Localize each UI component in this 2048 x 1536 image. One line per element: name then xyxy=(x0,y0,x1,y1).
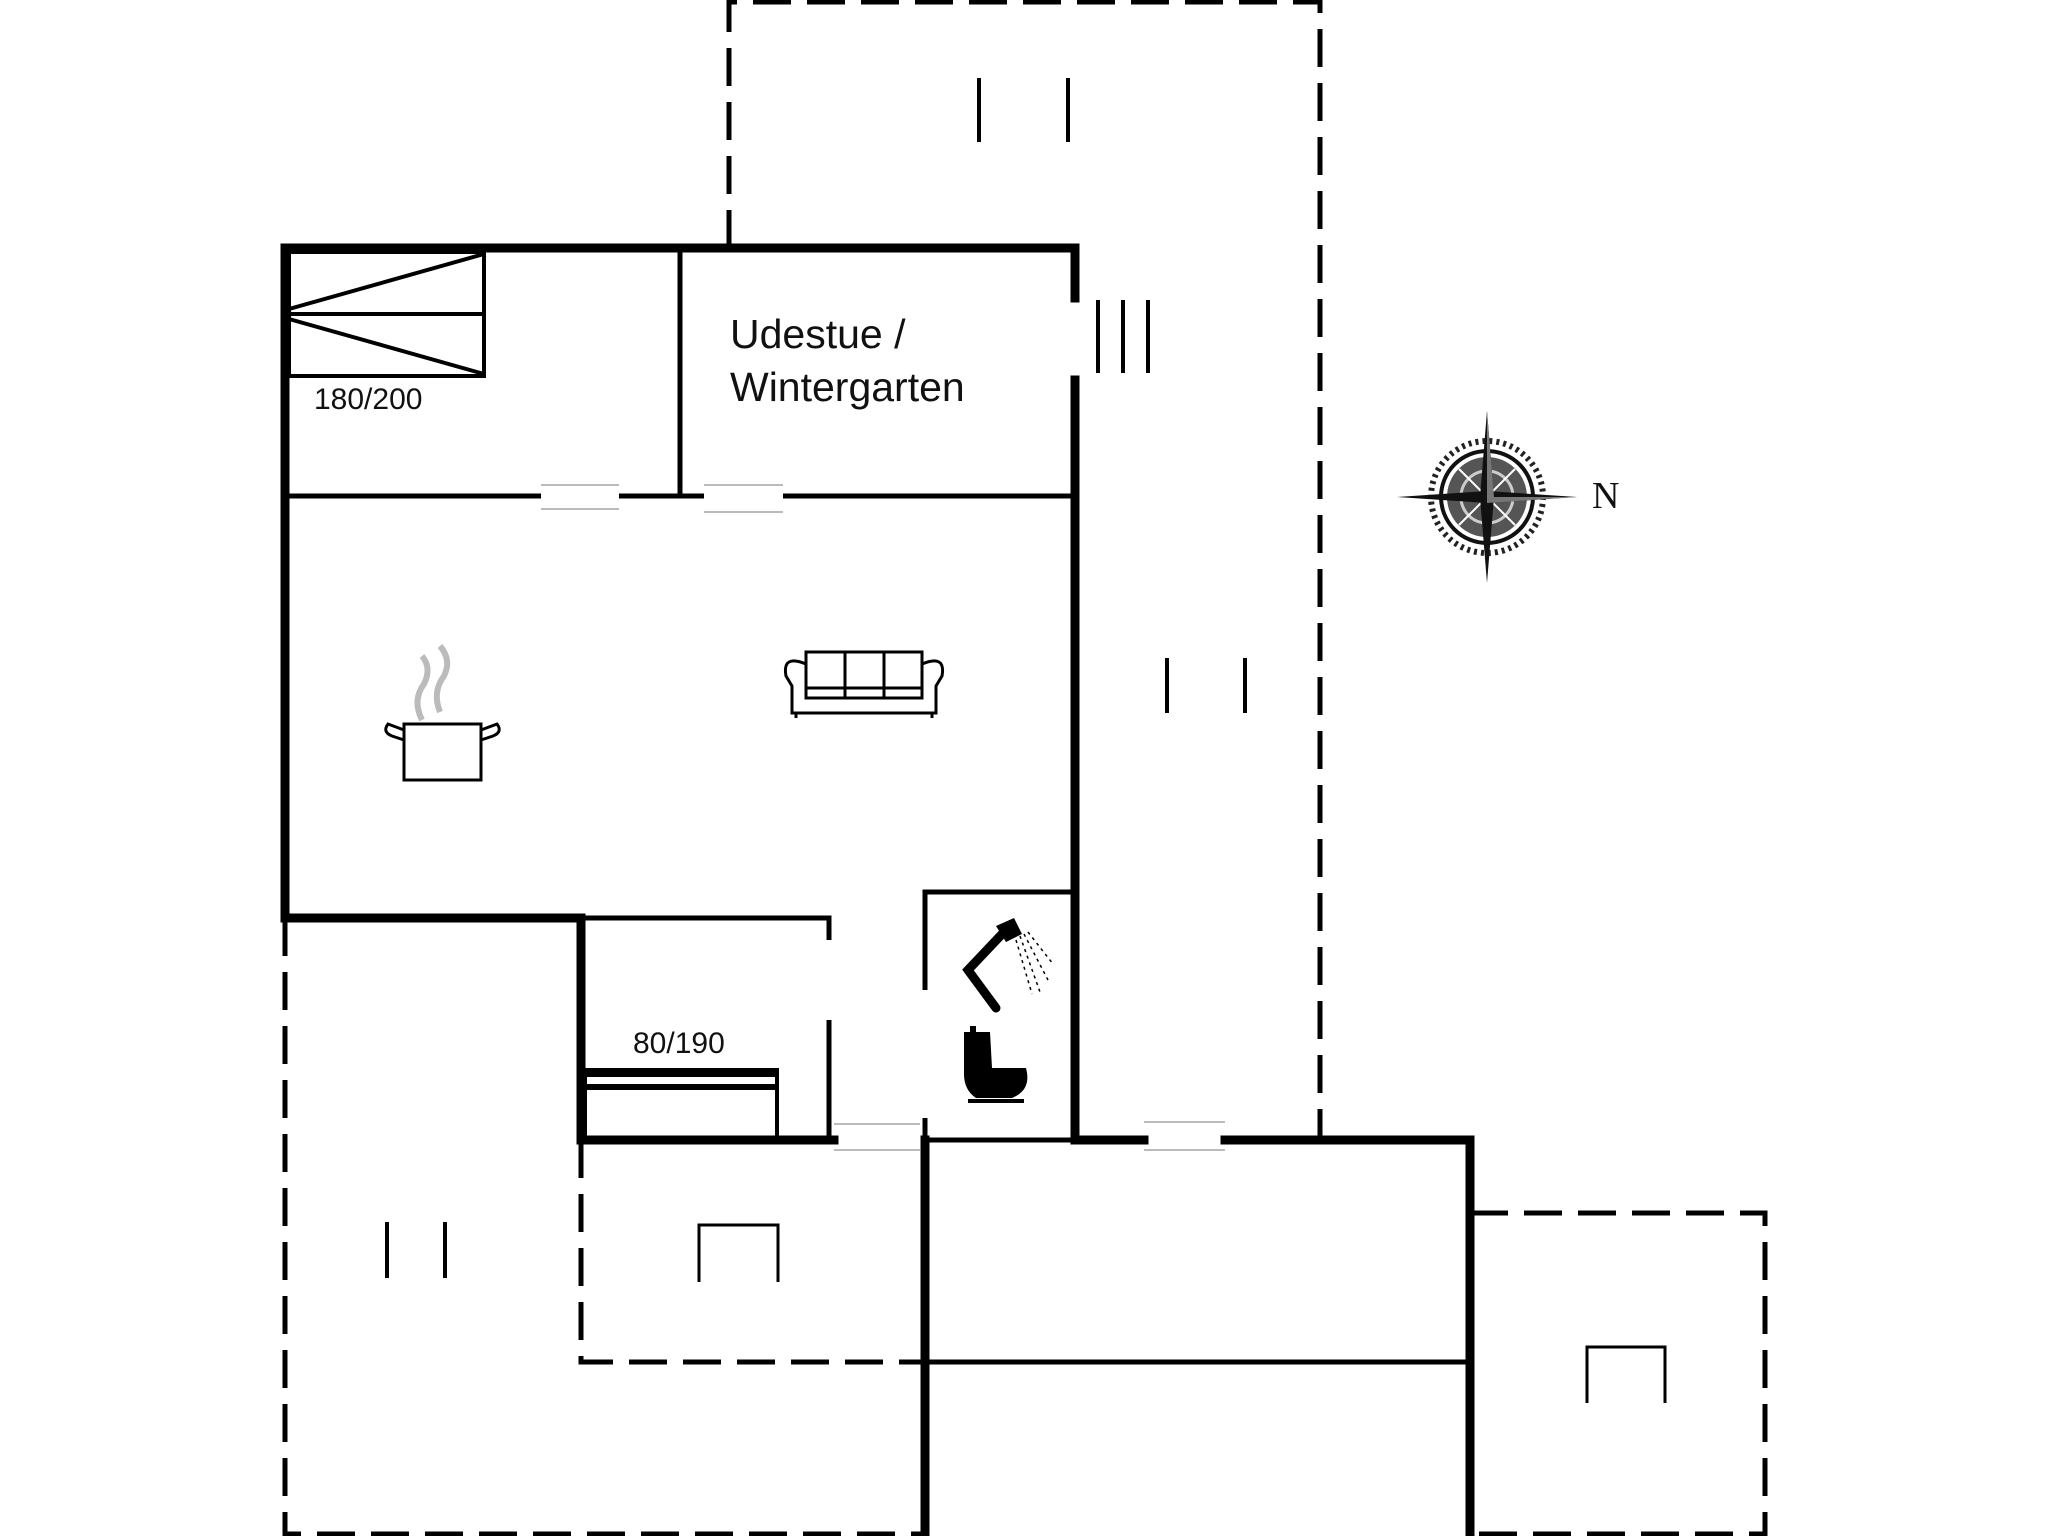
bed-size-label-double: 180/200 xyxy=(314,383,423,416)
toilet-icon xyxy=(964,1026,1028,1103)
compass-rose-icon xyxy=(1397,411,1577,583)
exterior-walls xyxy=(280,243,1475,1536)
north-label: N xyxy=(1592,475,1620,517)
terraces xyxy=(282,0,1768,1536)
top-terrace xyxy=(726,0,1323,1140)
room-label-sunroom-line2: Wintergarten xyxy=(730,364,965,410)
single-bed-icon xyxy=(583,1068,779,1140)
sofa-icon xyxy=(783,650,945,718)
shower-icon xyxy=(962,918,1054,1013)
lower-mid-terrace xyxy=(578,1140,925,1365)
grill-icon-lower xyxy=(697,1223,780,1282)
cooking-pot-icon xyxy=(384,644,501,782)
double-bed-icon xyxy=(287,250,486,378)
bed-size-label-single: 80/190 xyxy=(633,1027,725,1060)
room-label-sunroom-line1: Udestue / xyxy=(730,311,906,357)
terrace-markers xyxy=(385,78,1667,1403)
door-openings xyxy=(541,484,1225,1151)
grill-icon-right xyxy=(1585,1345,1667,1403)
lower-left-terrace xyxy=(282,918,925,1536)
right-terrace xyxy=(1470,1210,1768,1536)
interior-walls xyxy=(287,250,1468,1365)
